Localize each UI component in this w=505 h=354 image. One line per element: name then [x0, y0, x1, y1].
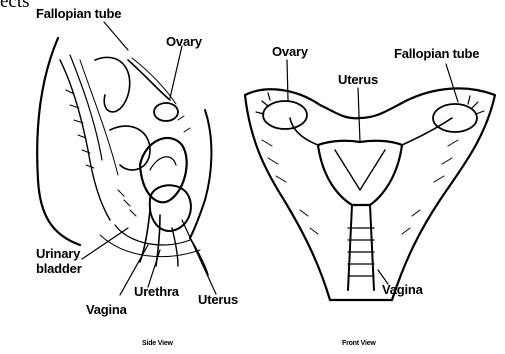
label-front-ovary: Ovary — [272, 44, 308, 59]
label-side-urethra: Urethra — [134, 284, 179, 299]
label-front-fallopian-tube: Fallopian tube — [394, 46, 479, 61]
label-front-uterus: Uterus — [338, 72, 378, 87]
label-side-vagina: Vagina — [86, 302, 127, 317]
label-side-urinary-line2: bladder — [36, 261, 82, 276]
front-view-illustration — [245, 60, 495, 300]
label-side-fallopian-tube: Fallopian tube — [36, 6, 121, 21]
label-front-vagina: Vagina — [382, 282, 423, 297]
label-side-urinary-bladder: Urinary bladder — [36, 246, 82, 276]
caption-front-view: Front View — [342, 340, 376, 347]
label-side-ovary: Ovary — [166, 34, 202, 49]
caption-side-view: Side View — [142, 340, 173, 347]
label-side-uterus: Uterus — [198, 292, 238, 307]
label-side-urinary-line1: Urinary — [36, 246, 82, 261]
